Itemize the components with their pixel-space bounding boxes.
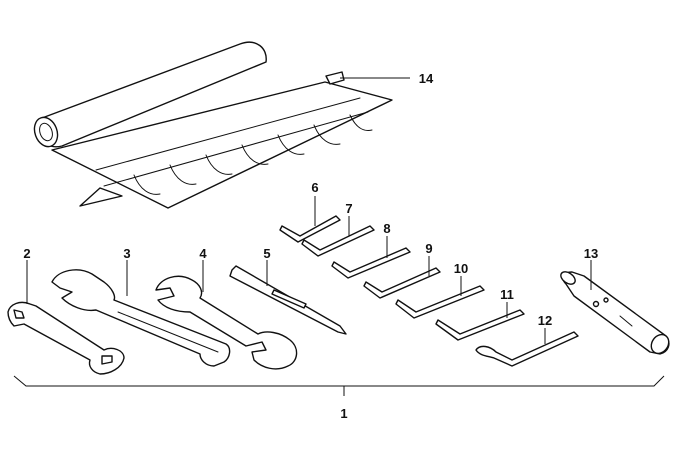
callout-14: 14	[419, 71, 434, 86]
callout-13: 13	[584, 246, 598, 261]
callout-11: 11	[500, 287, 514, 302]
callout-2: 2	[23, 246, 30, 261]
callout-labels: 1 2 3 4 5 6 7 8 9 10 11 12 13 14	[23, 71, 598, 421]
leader-lines	[26, 77, 592, 344]
callout-12: 12	[538, 313, 552, 328]
large-wrench-illustration	[51, 269, 231, 367]
hex-keys-illustration	[279, 215, 579, 367]
callout-4: 4	[199, 246, 207, 261]
callout-10: 10	[454, 261, 468, 276]
screwdriver-illustration	[229, 265, 347, 335]
callout-7: 7	[345, 201, 352, 216]
callout-5: 5	[263, 246, 270, 261]
double-wrench-illustration	[155, 275, 298, 370]
callout-3: 3	[123, 246, 130, 261]
callout-6: 6	[311, 180, 318, 195]
small-wrench-illustration	[7, 301, 125, 375]
tool-bag-illustration	[33, 41, 393, 209]
callout-9: 9	[425, 241, 432, 256]
kit-bracket	[13, 375, 665, 396]
socket-wrench-illustration	[560, 271, 670, 355]
callout-1: 1	[340, 406, 347, 421]
callout-8: 8	[383, 221, 390, 236]
